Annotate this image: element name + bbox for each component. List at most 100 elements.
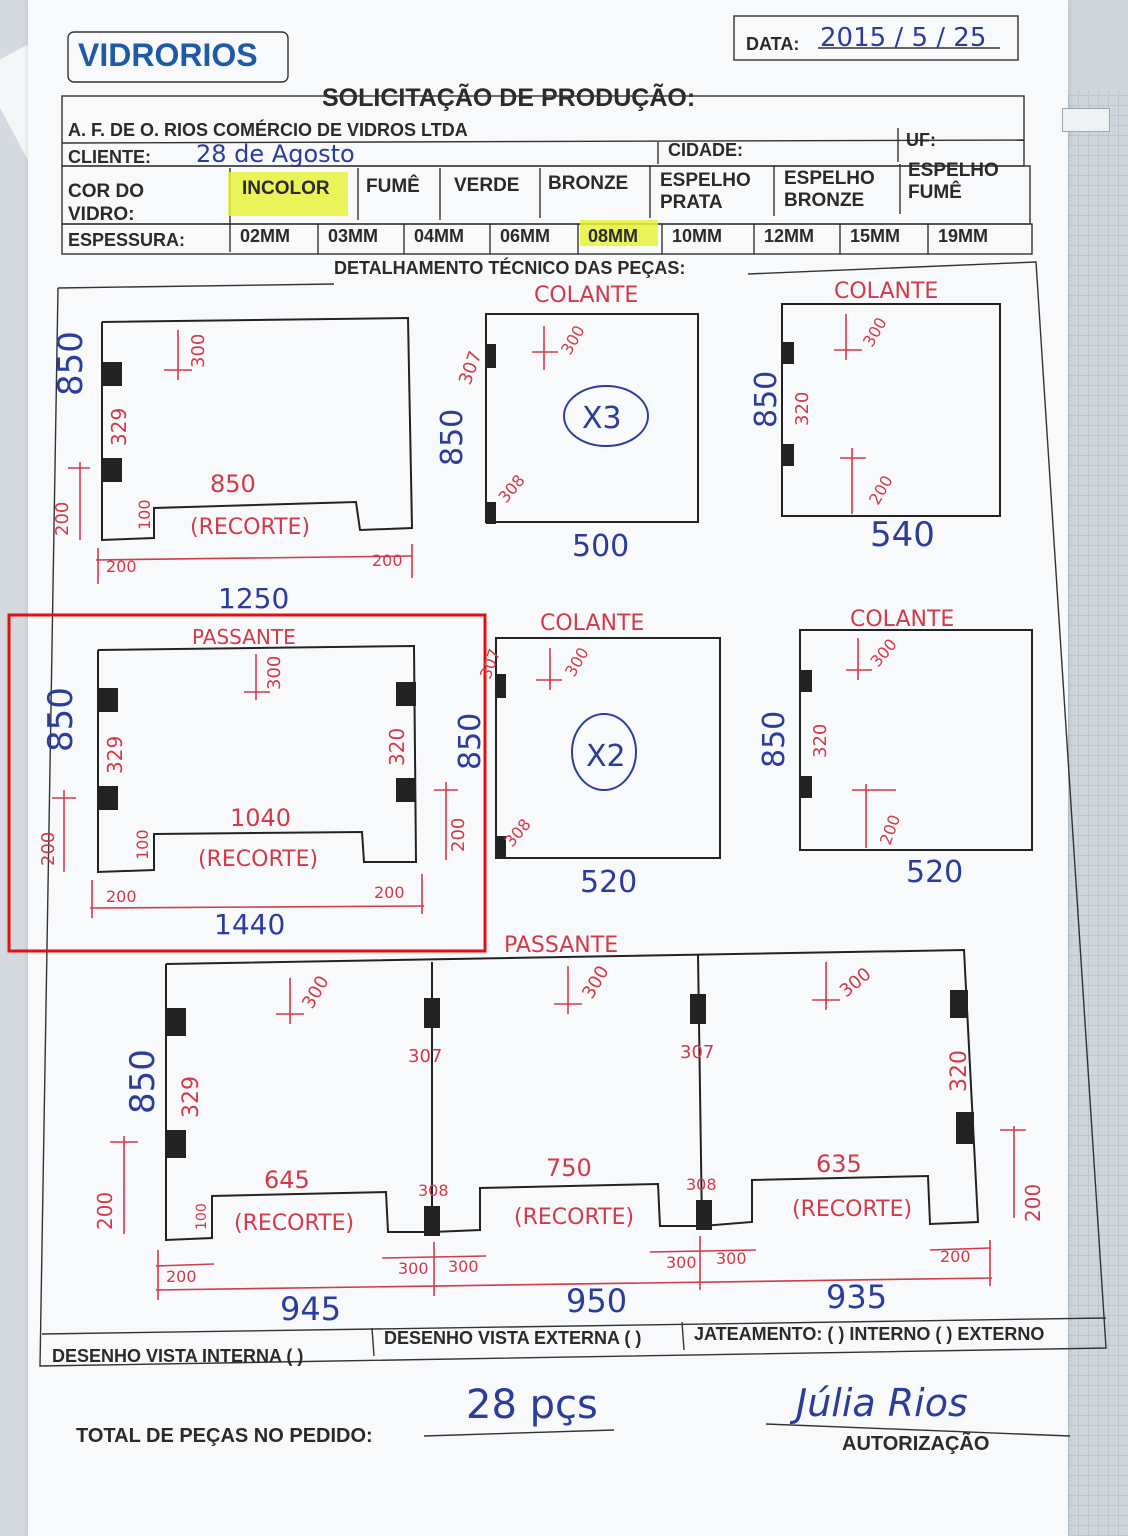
p4-bottom-right: 200 <box>448 818 469 852</box>
view-external[interactable]: DESENHO VISTA EXTERNA ( ) <box>384 1328 641 1348</box>
client-value: 28 de Agosto <box>196 140 355 168</box>
p3-type: COLANTE <box>834 279 938 304</box>
p4-foot-left: 200 <box>106 887 137 906</box>
p7-top-1: 300 <box>298 972 333 1012</box>
p2-type: COLANTE <box>534 283 638 308</box>
total-value: 28 pçs <box>466 1382 598 1428</box>
p7-div-2: 307 <box>680 1042 714 1063</box>
option-espelho-fume-2[interactable]: FUMÊ <box>908 181 962 203</box>
p7-width-3: 935 <box>826 1278 887 1316</box>
thickness-row <box>61 223 1033 255</box>
p4-foot-right: 200 <box>374 883 405 902</box>
p6-height: 850 <box>757 711 792 768</box>
thickness-options: 02MM 03MM 04MM 06MM 08MM 10MM 12MM 15MM 19MM <box>240 220 988 254</box>
p1-top: 300 <box>188 334 209 368</box>
p6-type: COLANTE <box>850 607 954 632</box>
thickness-option-10mm[interactable]: 10MM <box>672 226 722 246</box>
p7-foot-5: 300 <box>716 1249 747 1268</box>
p4-width: 1440 <box>214 908 285 941</box>
p4-bottom-left: 200 <box>38 832 59 866</box>
p7-type: PASSANTE <box>504 933 618 958</box>
p2-side-bottom: 308 <box>495 471 529 507</box>
background-left <box>0 0 30 1536</box>
p7-width-2: 950 <box>566 1282 627 1320</box>
thickness-option-04mm[interactable]: 04MM <box>414 226 464 246</box>
option-verde[interactable]: VERDE <box>454 175 519 196</box>
p7-cut-label-2: (RECORTE) <box>514 1205 634 1230</box>
p6-width: 520 <box>906 855 963 890</box>
city-label: CIDADE: <box>668 140 743 160</box>
p1-foot-left: 200 <box>106 557 137 576</box>
p7-cut-label-3: (RECORTE) <box>792 1197 912 1222</box>
p7-top-3: 300 <box>836 964 876 1002</box>
p4-type: PASSANTE <box>192 625 296 649</box>
p5-top: 300 <box>561 644 593 680</box>
option-fume[interactable]: FUMÊ <box>366 175 420 197</box>
p1-cut-height: 100 <box>135 499 154 530</box>
p2-side-top: 307 <box>455 348 486 387</box>
p5-type: COLANTE <box>540 611 644 636</box>
glass-color-label-2: VIDRO: <box>68 204 135 225</box>
thickness-option-08mm[interactable]: 08MM <box>588 226 638 246</box>
p4-right-gap: 320 <box>385 728 409 766</box>
p7-div-low-2: 308 <box>686 1175 717 1194</box>
sandblast-options[interactable]: JATEAMENTO: ( ) INTERNO ( ) EXTERNO <box>694 1324 1044 1344</box>
option-espelho-fume-1[interactable]: ESPELHO <box>908 160 999 181</box>
option-incolor[interactable]: INCOLOR <box>242 178 330 199</box>
p4-cut-height: 100 <box>133 829 152 860</box>
p7-foot-4: 300 <box>666 1253 697 1272</box>
piece-6: COLANTE 300 850 320 200 520 <box>757 607 1033 890</box>
p7-height: 850 <box>123 1049 163 1114</box>
background-tab <box>1062 108 1110 132</box>
option-espelho-bronze-2[interactable]: BRONZE <box>784 190 864 211</box>
p1-foot-right: 200 <box>372 551 403 570</box>
background-grid <box>1068 90 1128 1536</box>
thickness-option-12mm[interactable]: 12MM <box>764 226 814 246</box>
thickness-label: ESPESSURA: <box>68 230 185 250</box>
p5-height: 850 <box>453 713 488 770</box>
client-label: CLIENTE: <box>68 147 151 167</box>
piece-2: COLANTE 307 300 850 X3 308 500 <box>435 283 699 564</box>
company-name: A. F. DE O. RIOS COMÉRCIO DE VIDROS LTDA <box>68 119 468 140</box>
selection-box <box>7 613 487 953</box>
p7-foot-3: 300 <box>448 1257 479 1276</box>
option-espelho-prata-1[interactable]: ESPELHO <box>660 170 751 191</box>
piece-5: COLANTE 307 300 850 X2 308 520 <box>453 611 721 900</box>
p1-cut-width: 850 <box>210 470 256 498</box>
thickness-option-15mm[interactable]: 15MM <box>850 226 900 246</box>
p1-left-gap: 329 <box>107 408 131 446</box>
form-title: SOLICITAÇÃO DE PRODUÇÃO: <box>322 82 695 112</box>
p4-height: 850 <box>41 687 81 752</box>
p2-qty: X3 <box>582 401 622 436</box>
p7-bottom-left: 200 <box>93 1192 117 1230</box>
highlight-thickness <box>580 220 658 246</box>
section-title: DETALHAMENTO TÉCNICO DAS PEÇAS: <box>334 257 685 278</box>
p1-bottom-left: 200 <box>52 502 73 536</box>
option-espelho-prata-2[interactable]: PRATA <box>660 192 723 213</box>
option-espelho-bronze-1[interactable]: ESPELHO <box>784 168 875 189</box>
p4-cut-width: 1040 <box>230 804 291 832</box>
thickness-option-03mm[interactable]: 03MM <box>328 226 378 246</box>
p7-cut-label-1: (RECORTE) <box>234 1211 354 1236</box>
p7-bottom-right: 200 <box>1021 1184 1045 1222</box>
p3-height: 850 <box>749 371 784 428</box>
glass-color-label-1: COR DO <box>68 181 144 202</box>
date-label: DATA: <box>746 34 799 54</box>
highlight-incolor <box>228 172 348 216</box>
option-bronze[interactable]: BRONZE <box>548 173 628 194</box>
logo-box <box>67 31 289 83</box>
view-internal[interactable]: DESENHO VISTA INTERNA ( ) <box>52 1346 303 1366</box>
p2-width: 500 <box>572 529 629 564</box>
thickness-option-19mm[interactable]: 19MM <box>938 226 988 246</box>
glass-color-row <box>61 165 1031 225</box>
p7-cut-3: 635 <box>816 1150 862 1178</box>
p7-width-1: 945 <box>280 1290 341 1328</box>
p7-div-low-1: 308 <box>418 1181 449 1200</box>
p6-top: 300 <box>867 635 901 671</box>
signature: Júlia Rios <box>789 1381 968 1425</box>
p1-cut-label: (RECORTE) <box>190 515 310 540</box>
p5-qty: X2 <box>586 739 626 774</box>
p6-low: 200 <box>876 812 904 847</box>
thickness-option-06mm[interactable]: 06MM <box>500 226 550 246</box>
thickness-option-02mm[interactable]: 02MM <box>240 226 290 246</box>
